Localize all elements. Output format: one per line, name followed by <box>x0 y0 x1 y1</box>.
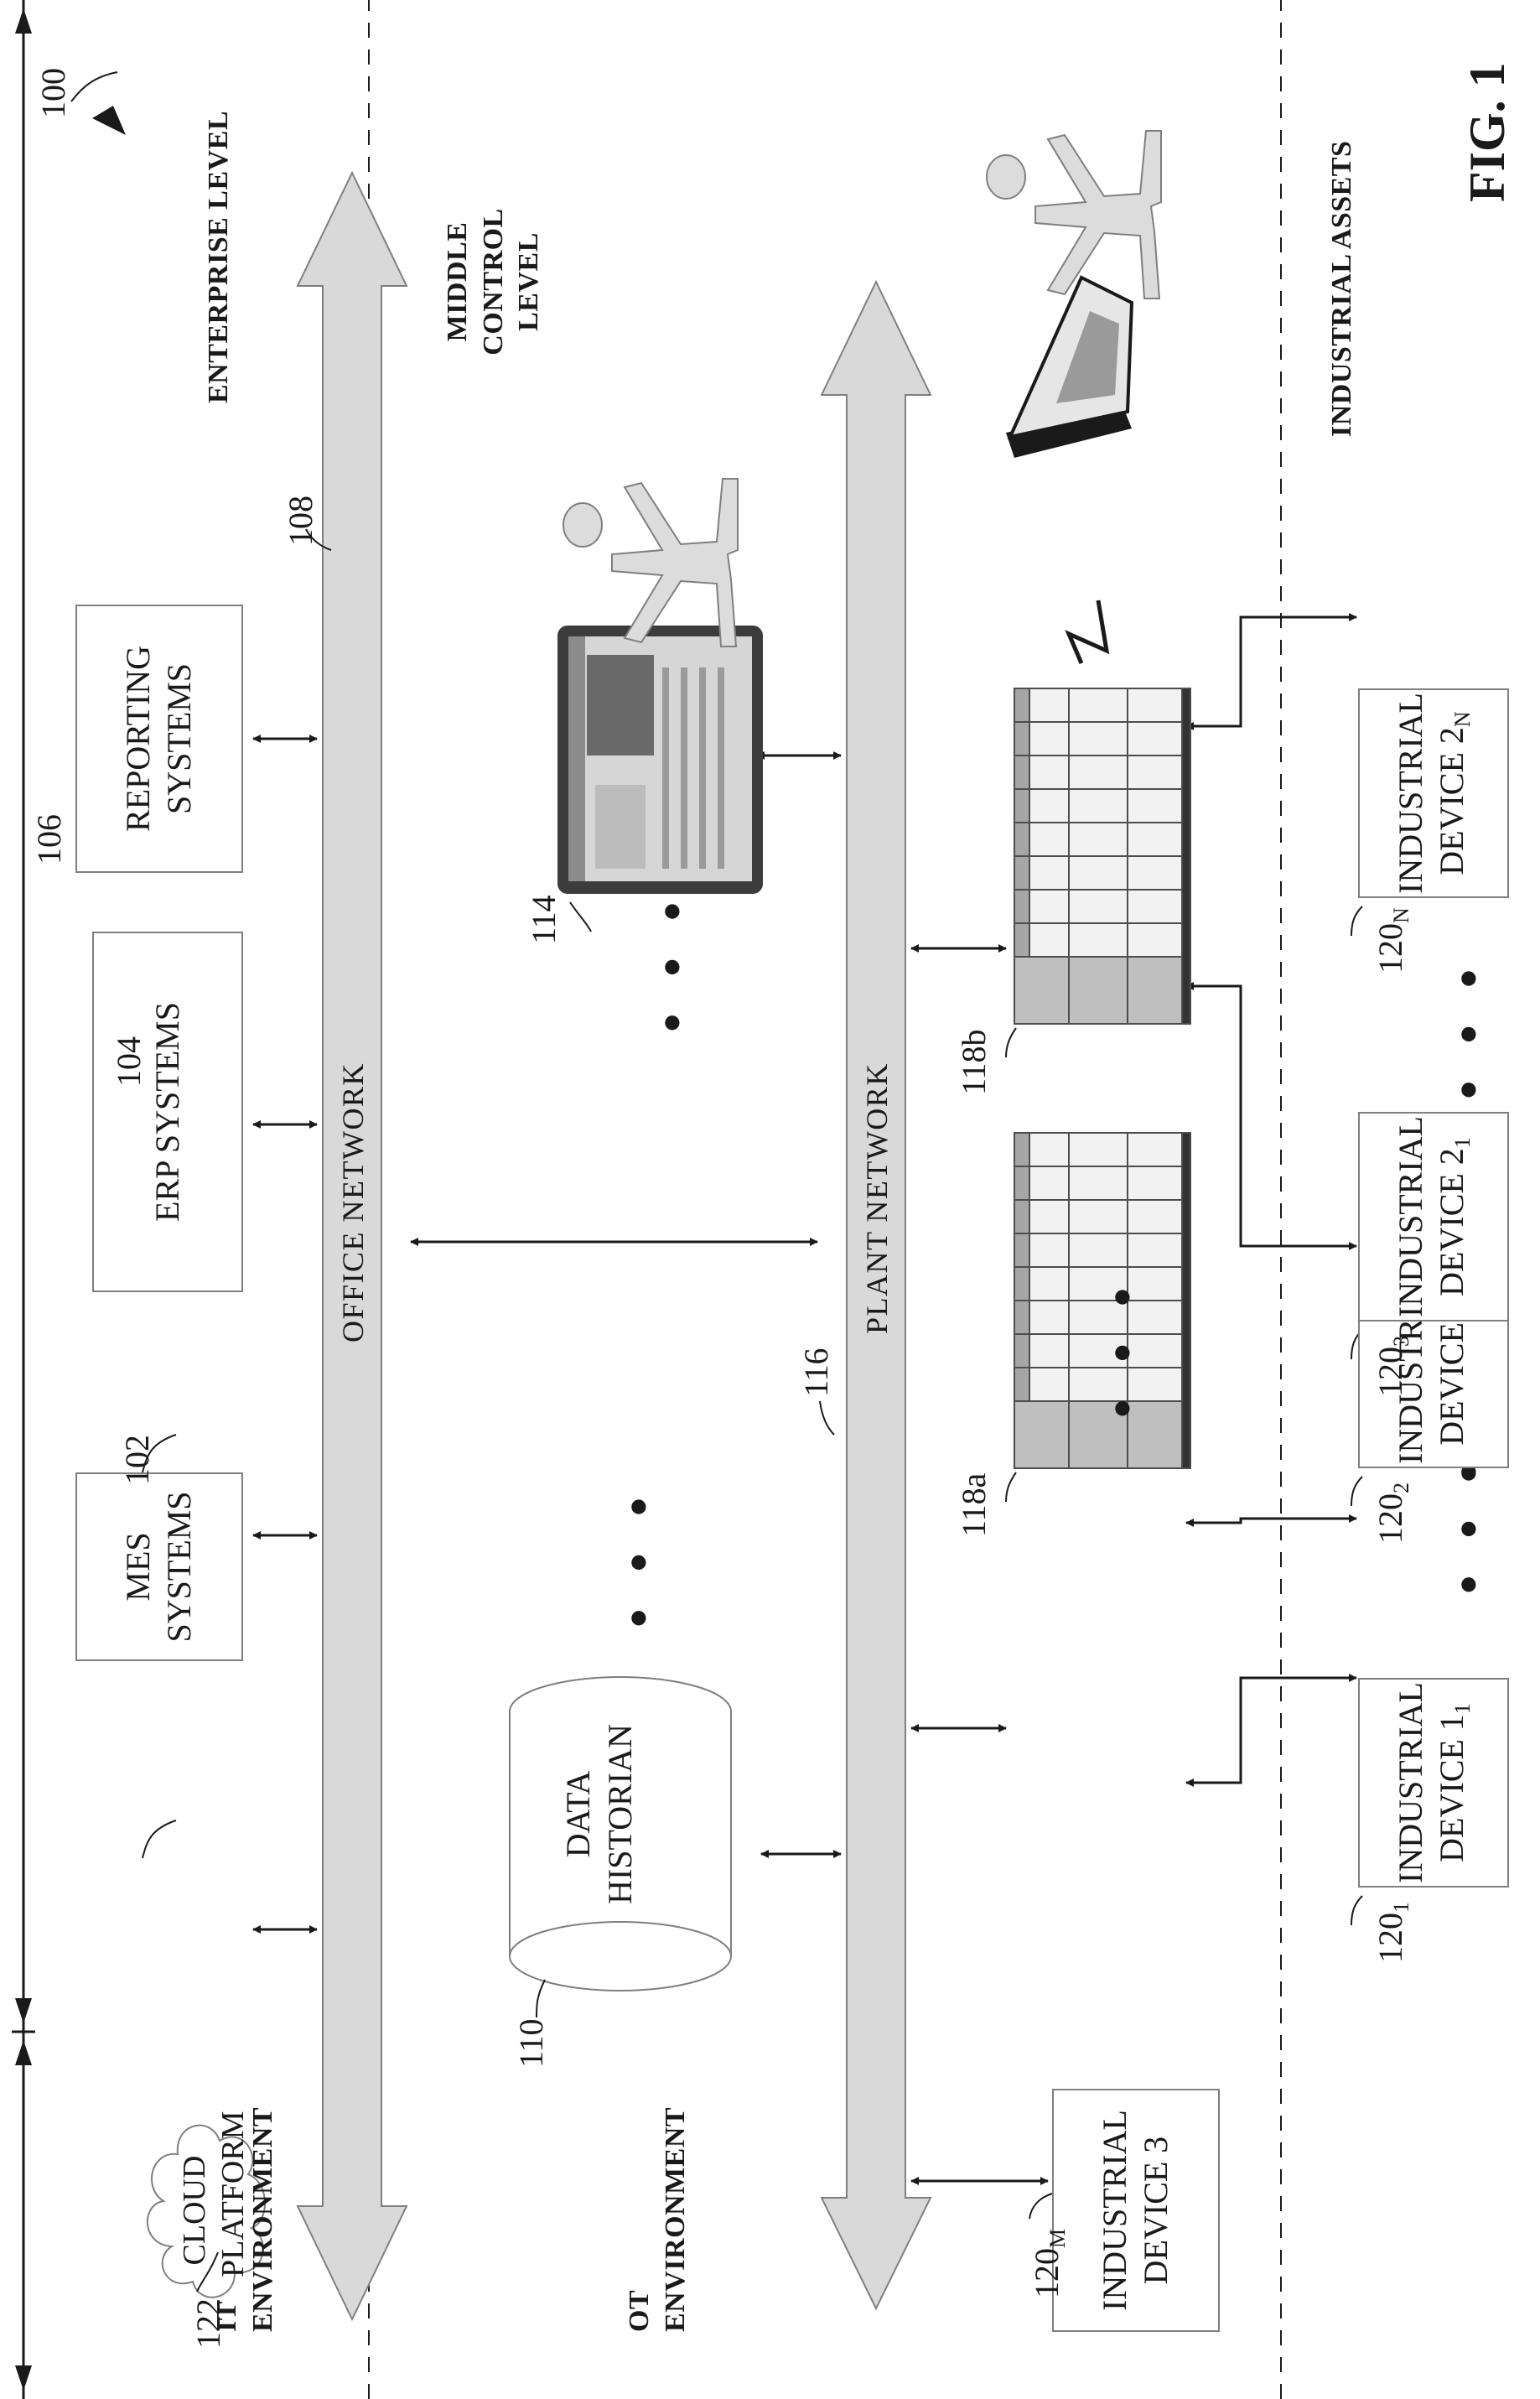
arrowhead-left-icon <box>15 2040 32 2065</box>
device-2-n-line1: INDUSTRIAL <box>1391 693 1432 894</box>
arrowhead-right-icon <box>15 8 32 34</box>
device-3-ref: 120M <box>1027 2229 1071 2298</box>
industrial-assets-label: INDUSTRIAL ASSETS <box>1325 141 1361 437</box>
controller-b-ref: 118b <box>954 1029 993 1095</box>
office-network-label: OFFICE NETWORK <box>335 1062 371 1342</box>
hmi-ref: 114 <box>524 895 563 944</box>
device-3-ref-number: 120 <box>1028 2248 1066 2298</box>
controller-a-ref: 118a <box>954 1473 993 1537</box>
industrial-device-3-box: INDUSTRIAL DEVICE 3 <box>1052 2089 1220 2332</box>
device-1-1-name: DEVICE 1 <box>1433 1714 1470 1862</box>
historian-ref: 110 <box>511 2018 551 2068</box>
device-2-1-ref-subscript: 3 <box>1389 1336 1413 1347</box>
device-2-n-ref-subscript: N <box>1389 907 1413 923</box>
historian-label-line2: HISTORIAN <box>599 1711 641 1917</box>
device-1-1-line1: INDUSTRIAL <box>1391 1682 1432 1883</box>
device-1-1-ref-number: 120 <box>1371 1913 1409 1963</box>
device-2-1-line1: INDUSTRIAL <box>1391 1116 1432 1317</box>
industrial-device-1-1-box: INDUSTRIAL DEVICE 11 <box>1358 1678 1509 1888</box>
reporting-label-line1: REPORTING <box>118 646 159 832</box>
device-3-ref-subscript: M <box>1045 2229 1070 2248</box>
historian-label-line1: DATA <box>557 1711 599 1917</box>
ellipsis-controllers: • • • <box>1096 1276 1149 1418</box>
device-2-n-name: DEVICE 2 <box>1433 727 1470 875</box>
figure-pointer-arrowhead-icon <box>92 106 126 135</box>
ellipsis-historian: • • • <box>612 1486 666 1628</box>
industrial-device-2-1-box: INDUSTRIAL DEVICE 21 <box>1358 1112 1509 1322</box>
plant-network-ref: 116 <box>796 1347 836 1397</box>
ot-label-line1: OT <box>622 2173 658 2332</box>
arrowhead-left-icon <box>15 2365 32 2391</box>
enterprise-level-label: ENTERPRISE LEVEL <box>201 111 237 403</box>
environment-divider-arrow <box>12 0 35 2399</box>
device-3-line2: DEVICE 3 <box>1136 2137 1177 2285</box>
mes-ref: 102 <box>117 1435 157 1485</box>
arrowhead-right-icon <box>15 1998 32 2023</box>
data-historian-label: DATA HISTORIAN <box>557 1711 641 1917</box>
cloud-label-line2: PLATFORM <box>215 2143 253 2277</box>
device-3-line1: INDUSTRIAL <box>1095 2110 1136 2311</box>
device-1-1-ref-subscript: 1 <box>1389 1902 1413 1913</box>
ot-label-line2: ENVIRONMENT <box>658 2173 694 2332</box>
middle-level-line1: MIDDLE CONTROL <box>440 160 511 403</box>
mes-label-line1: MES <box>118 1532 159 1601</box>
ellipsis-devices-2: • • • <box>1442 958 1496 1099</box>
office-network-ref: 108 <box>281 496 320 546</box>
reporting-systems-box: REPORTING SYSTEMS <box>75 605 243 873</box>
cloud-label-line1: CLOUD <box>176 2143 215 2277</box>
device-2-n-subscript: N <box>1450 711 1475 727</box>
figure-label: FIG. 1 <box>1459 62 1517 202</box>
mes-systems-box: MES SYSTEMS <box>75 1472 243 1661</box>
device-1-n-ref-subscript: 2 <box>1389 1482 1413 1493</box>
erp-ref: 104 <box>109 1036 148 1087</box>
reporting-ref: 106 <box>29 814 69 865</box>
device-2-1-name: DEVICE 2 <box>1433 1148 1470 1296</box>
device-1-1-ref: 1201 <box>1371 1902 1414 1963</box>
device-2-n-ref-number: 120 <box>1371 923 1409 974</box>
mes-label-line2: SYSTEMS <box>159 1491 200 1642</box>
industrial-device-2-n-box: INDUSTRIAL DEVICE 2N <box>1358 688 1509 898</box>
device-2-n-ref: 120N <box>1371 907 1414 974</box>
device-1-n-ref-number: 120 <box>1371 1493 1409 1544</box>
reporting-label-line2: SYSTEMS <box>159 663 200 814</box>
device-2-1-line2: DEVICE 21 <box>1432 1137 1476 1296</box>
person-icon <box>987 131 1161 299</box>
device-1-1-line2: DEVICE 11 <box>1432 1703 1476 1862</box>
middle-control-level-label: MIDDLE CONTROL LEVEL <box>440 160 547 403</box>
erp-label: ERP SYSTEMS <box>148 1002 189 1222</box>
device-1-1-subscript: 1 <box>1450 1703 1475 1714</box>
middle-level-line2: LEVEL <box>511 160 547 403</box>
device-2-1-ref: 1203 <box>1371 1336 1414 1397</box>
wireless-signal-icon <box>1069 600 1107 663</box>
ellipsis-hmi: • • • <box>646 891 699 1032</box>
device-1-n-ref: 1202 <box>1371 1482 1414 1544</box>
person-icon <box>563 479 738 646</box>
ot-environment-label: OT ENVIRONMENT <box>622 2173 693 2332</box>
laptop-icon <box>1006 278 1132 458</box>
hmi-screen-icon <box>557 626 763 894</box>
cloud-ref: 122 <box>189 2298 228 2349</box>
device-2-1-ref-number: 120 <box>1371 1347 1409 1397</box>
controller-118b <box>1014 688 1190 1024</box>
plant-network-label: PLANT NETWORK <box>859 1062 894 1334</box>
device-2-1-subscript: 1 <box>1450 1137 1475 1148</box>
erp-systems-box: ERP SYSTEMS <box>92 932 243 1292</box>
device-2-n-line2: DEVICE 2N <box>1432 711 1476 875</box>
cloud-platform-box: CLOUD PLATFORM <box>176 2143 252 2277</box>
figure-ref-100: 100 <box>34 68 73 118</box>
